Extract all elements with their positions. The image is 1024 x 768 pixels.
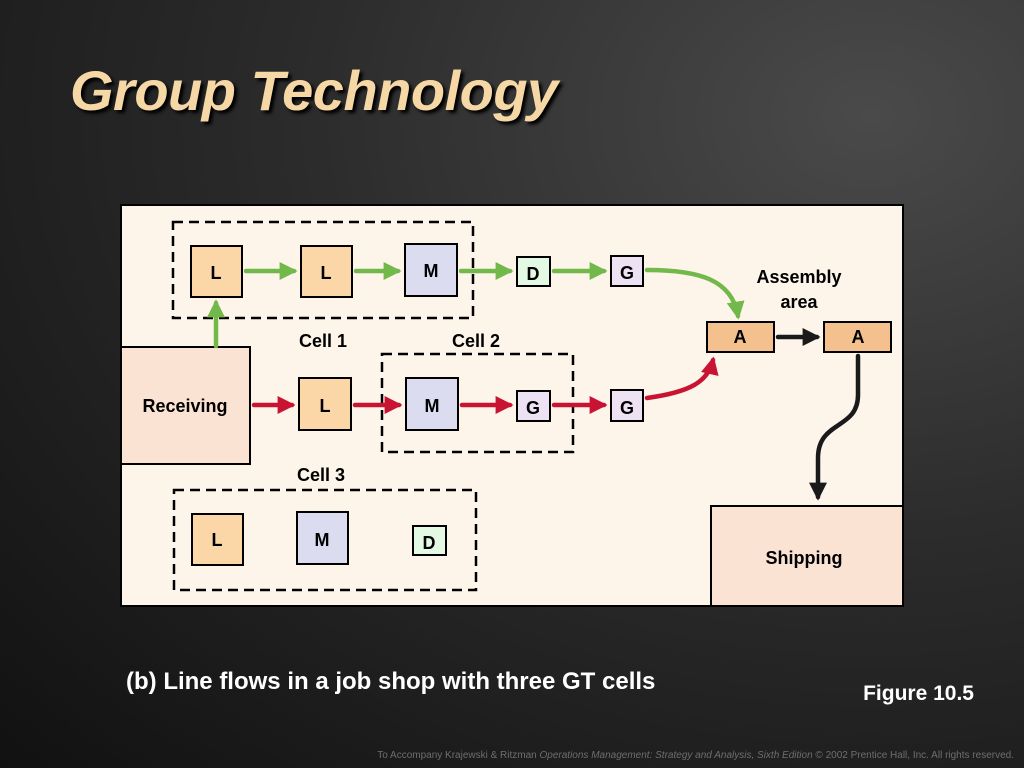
footer-book-title: Operations Management: Strategy and Anal… [539,750,813,761]
assembly-area-label-line1: Assembly [756,267,841,287]
machine-d2 [412,525,447,556]
machine-l2-label: L [321,263,332,283]
machine-a1-label: A [734,327,747,347]
machine-g3 [610,389,644,422]
machine-g2-label: G [526,398,540,418]
machine-d2-label: D [423,533,436,553]
machine-l2 [300,245,353,298]
shipping-area [710,505,904,607]
machine-d1-label: D [527,264,540,284]
slide-title: Group Technology [70,59,558,122]
assembly-area-label-line2: area [780,292,818,312]
shipping-label: Shipping [766,548,843,568]
machine-a2 [823,321,892,353]
copyright-footer: To Accompany Krajewski & Ritzman Operati… [377,750,1014,761]
flow-black-a2-to-shipping [809,353,861,501]
machine-a1 [706,321,775,353]
machine-m3-label: M [315,530,330,550]
footer-prefix: To Accompany Krajewski & Ritzman [377,750,540,761]
receiving-area [120,346,251,465]
machine-g3-label: G [620,398,634,418]
flow-green-g1-to-a1 [644,267,745,320]
footer-suffix: © 2002 Prentice Hall, Inc. All rights re… [812,750,1014,761]
flow-black [775,328,861,501]
cell-2-label: Cell 2 [452,331,500,351]
machine-m3 [296,511,349,565]
machine-l1 [190,245,243,298]
figure-caption: (b) Line flows in a job shop with three … [126,668,656,695]
machine-m1 [404,243,458,297]
machine-m2 [405,377,459,431]
flow-green [207,262,745,349]
machine-l3-label: L [320,396,331,416]
flow-red-g3-to-a1 [644,356,719,401]
cell-1-label: Cell 1 [299,331,347,351]
cell-1-outline [171,220,475,320]
machine-m2-label: M [425,396,440,416]
receiving-label: Receiving [142,396,227,416]
machine-g1-label: G [620,263,634,283]
machine-g2 [516,390,551,422]
machine-l3 [298,377,352,431]
machine-d1 [516,256,551,287]
machine-g1 [610,255,644,287]
machine-l1-label: L [211,263,222,283]
machine-l4-label: L [212,530,223,550]
cell-3-label: Cell 3 [297,465,345,485]
machine-m1-label: M [424,261,439,281]
flow-red [251,356,719,414]
cell-3-outline [172,488,478,592]
machine-l4 [191,513,244,566]
machine-a2-label: A [852,327,865,347]
figure-number: Figure 10.5 [863,682,974,705]
